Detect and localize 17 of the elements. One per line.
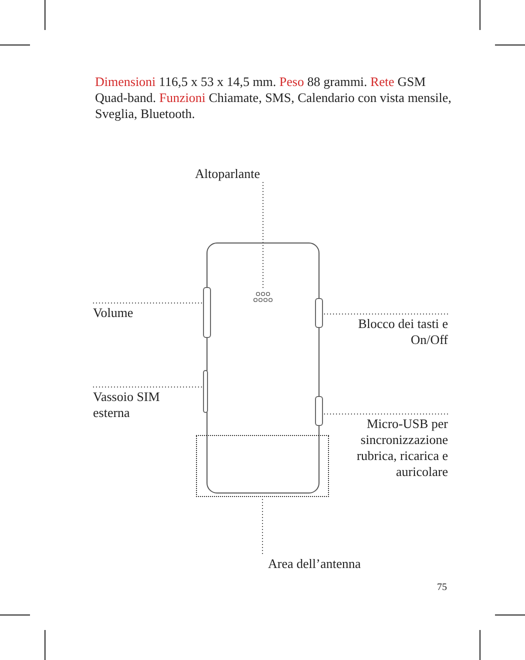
callout-label: Volume [93,303,193,321]
callout-label: Blocco dei tasti e On/Off [348,314,448,350]
leader-line [262,182,264,290]
antenna-area-outline [196,435,329,497]
leader-line [92,302,204,304]
callout-label: Vassoio SIM esterna [93,387,193,423]
intro-paragraph: Dimensioni 116,5 x 53 x 14,5 mm. Peso 88 grammi. Rete GSM Quad-band. Funzioni Chiamate, SMS, Calendario con vista mensile, Sveglia, Bluetooth. [95,74,452,122]
callout-label: Micro-USB per sincronizzazione rubrica, ricarica e auricolare [338,414,448,484]
side-button [203,287,211,338]
side-button [315,298,323,328]
port [315,396,323,426]
leader-line [262,496,263,554]
callout-label: Area dell’antenna [268,554,398,572]
page-number: 75 [436,581,447,595]
sim-tray [203,370,208,413]
leader-line [92,386,204,388]
callout-label: Altoparlante [150,164,260,182]
